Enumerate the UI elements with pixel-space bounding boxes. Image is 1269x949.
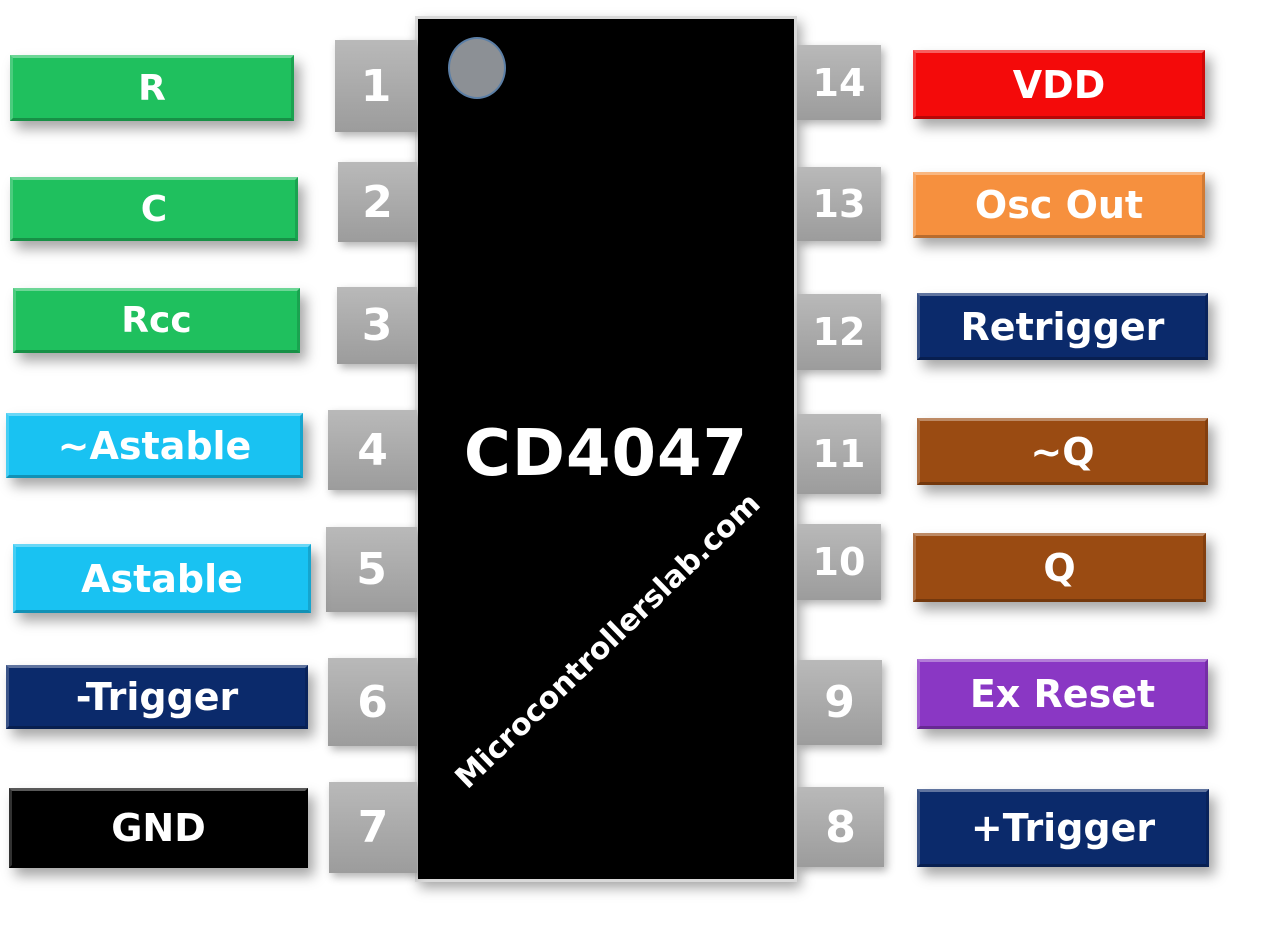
pin-label-osc-out: Osc Out xyxy=(913,172,1205,238)
pin1-notch-icon xyxy=(448,37,506,99)
ic-chip-body: CD4047 Microcontrollerslab.com xyxy=(415,16,797,882)
pin-label-trigger: +Trigger xyxy=(917,789,1209,867)
pin-number-10: 10 xyxy=(797,524,881,600)
watermark-text: Microcontrollerslab.com xyxy=(448,486,768,796)
pin-label-q: Q xyxy=(913,533,1206,602)
pin-number-11: 11 xyxy=(797,414,881,494)
pin-label-ex-reset: Ex Reset xyxy=(917,659,1208,729)
pin-label-c: C xyxy=(10,177,298,241)
chip-name: CD4047 xyxy=(463,417,749,491)
pin-number-6: 6 xyxy=(328,658,417,746)
pin-number-3: 3 xyxy=(337,287,417,364)
pin-label-astable: ~Astable xyxy=(6,413,303,478)
pin-number-9: 9 xyxy=(797,660,882,745)
pin-number-8: 8 xyxy=(797,787,884,867)
pin-label-retrigger: Retrigger xyxy=(917,293,1208,360)
pin-label-gnd: GND xyxy=(9,788,308,868)
pin-number-4: 4 xyxy=(328,410,417,490)
pin-label-vdd: VDD xyxy=(913,50,1205,119)
pin-number-1: 1 xyxy=(335,40,417,132)
pin-number-12: 12 xyxy=(797,294,881,370)
pin-label-q: ~Q xyxy=(917,418,1208,485)
pin-label-astable: Astable xyxy=(13,544,311,613)
pin-label-trigger: -Trigger xyxy=(6,665,308,729)
pin-number-14: 14 xyxy=(797,45,881,120)
pin-number-7: 7 xyxy=(329,782,417,873)
pin-number-2: 2 xyxy=(338,162,417,242)
pin-label-rcc: Rcc xyxy=(13,288,300,353)
pin-number-5: 5 xyxy=(326,527,417,612)
pin-label-r: R xyxy=(10,55,294,121)
pin-number-13: 13 xyxy=(797,167,881,241)
